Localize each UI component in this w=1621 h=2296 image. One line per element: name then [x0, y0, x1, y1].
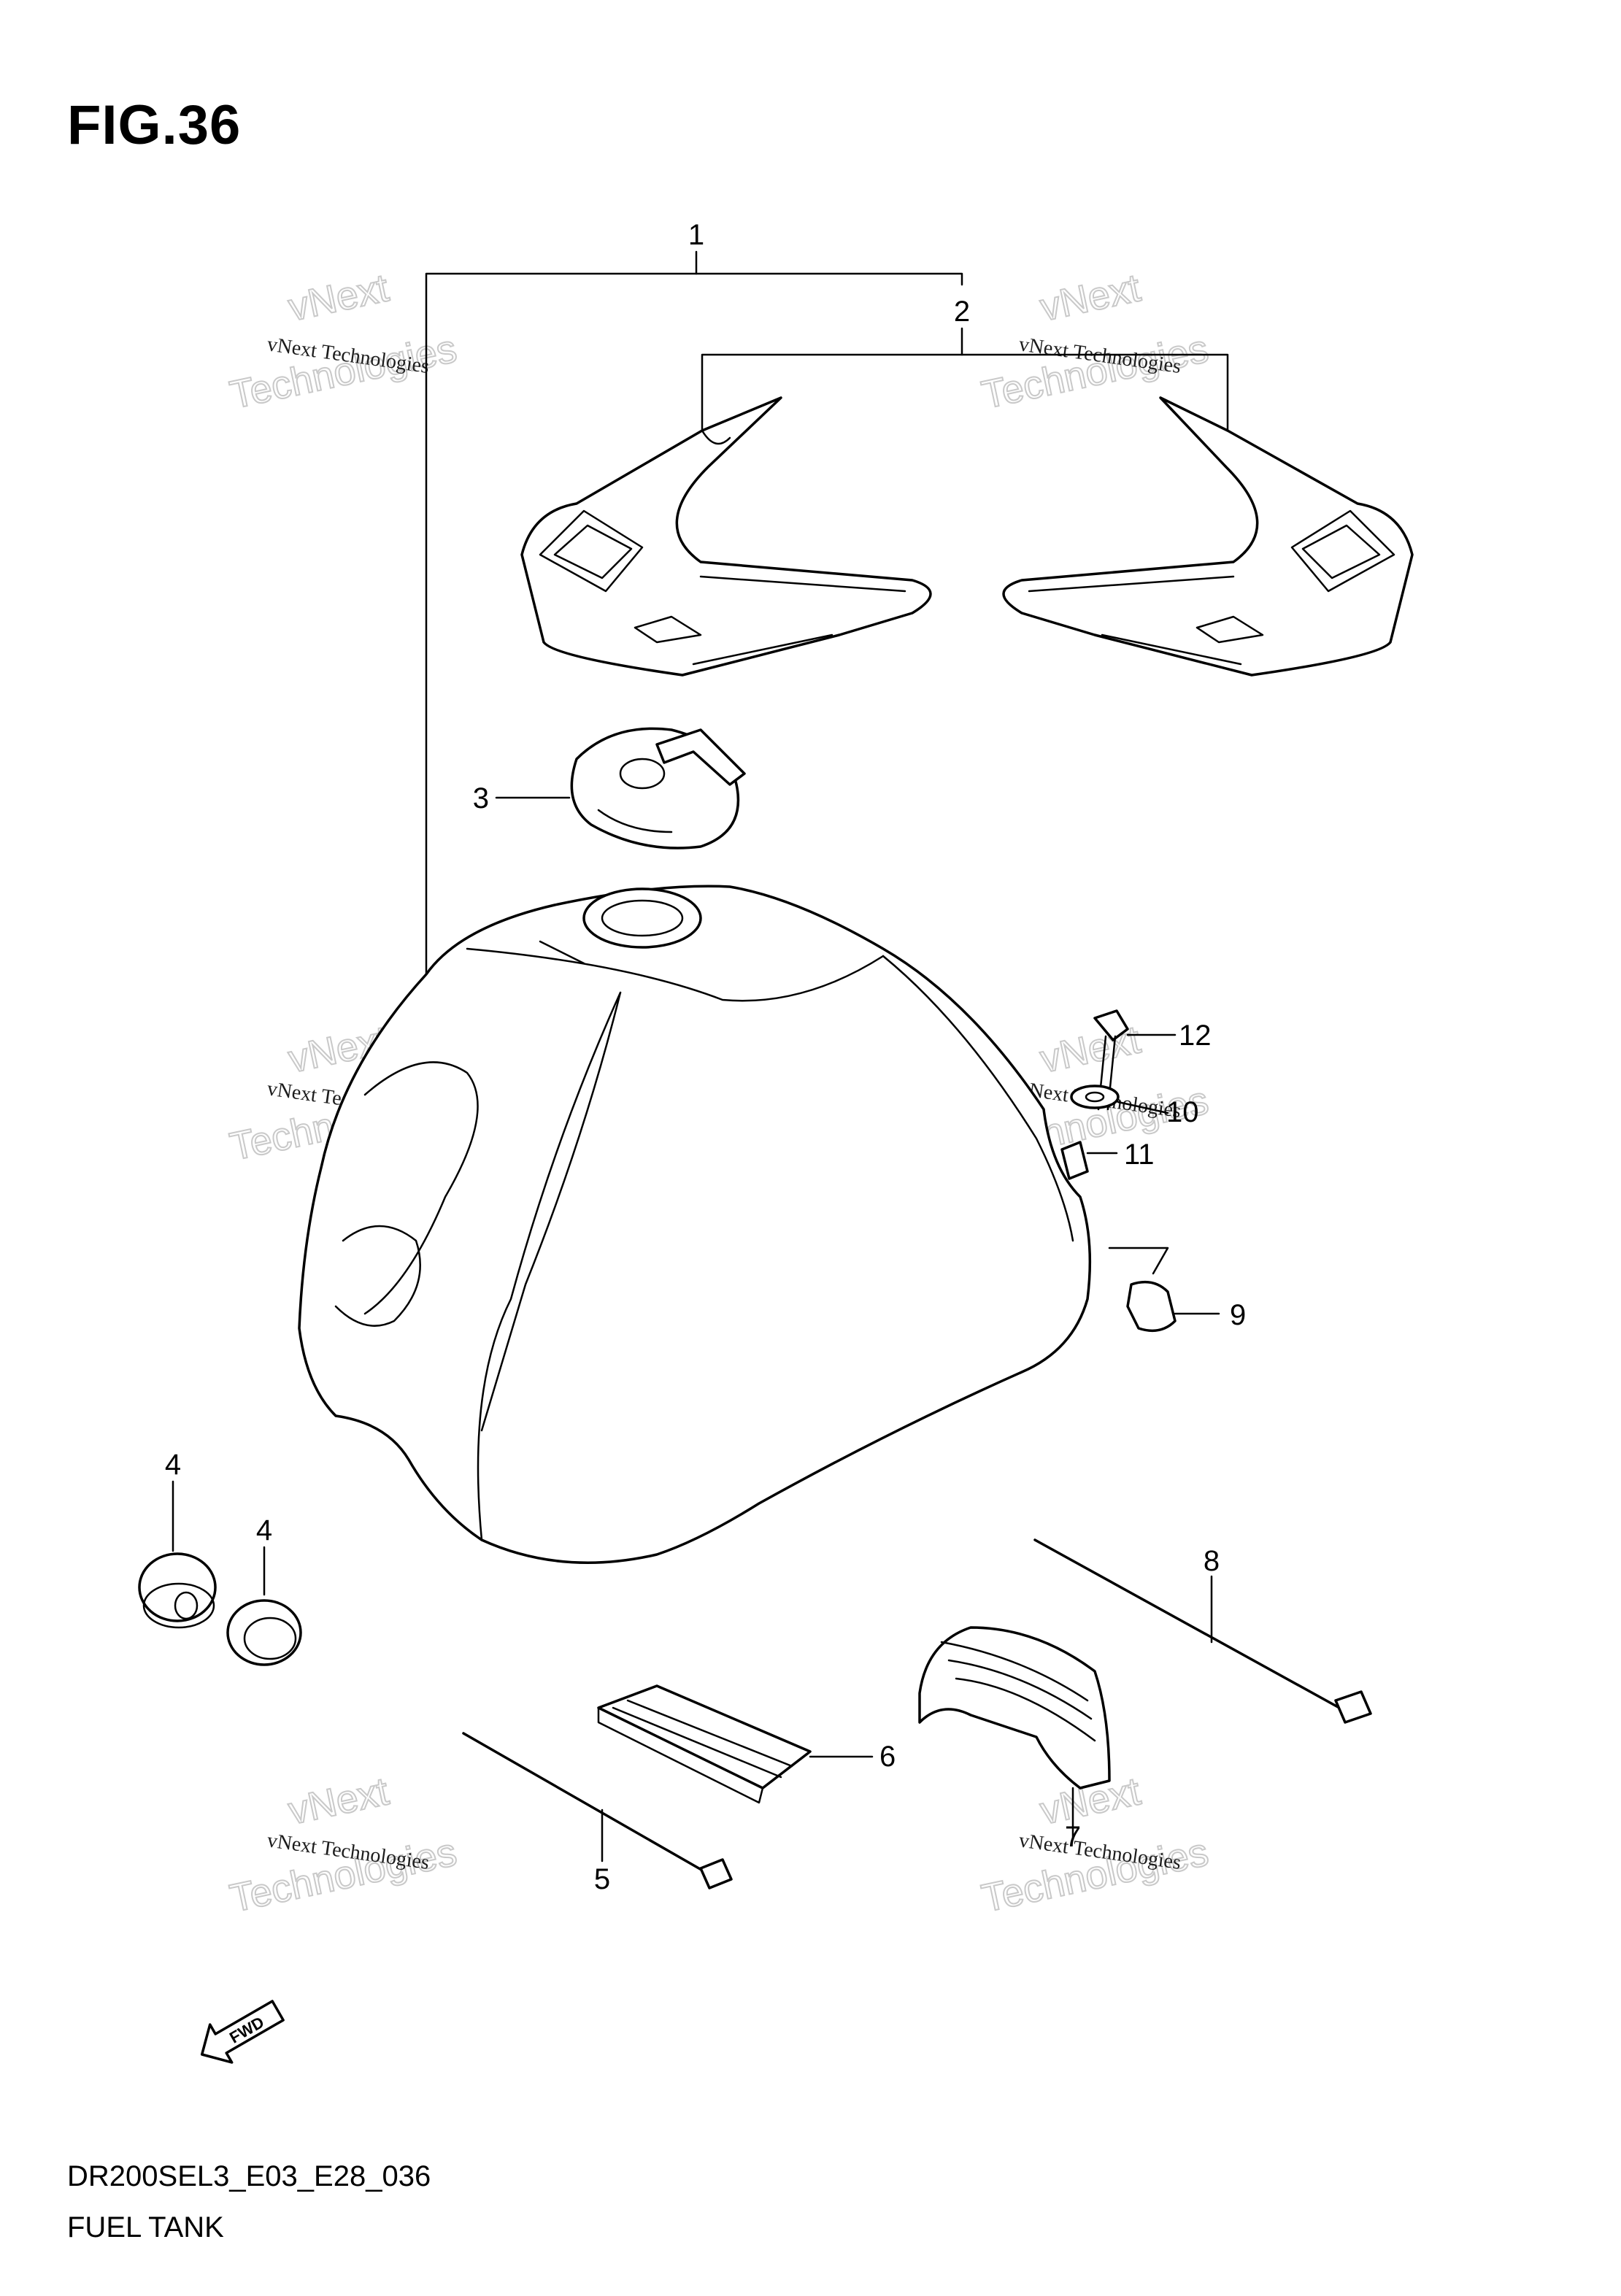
- washer: [1070, 1085, 1169, 1114]
- callout-3: 3: [473, 782, 489, 814]
- tank-emblem-left: [520, 396, 932, 677]
- cable-tie-long: [1033, 1538, 1372, 1724]
- callout-bracket-1: [425, 250, 963, 976]
- watermark-bottom-left: vNext Technologies vNext Technologies: [226, 1768, 461, 1921]
- callout-5: 5: [594, 1863, 610, 1895]
- svg-text:vNext: vNext: [285, 1769, 393, 1833]
- callout-4a: 4: [165, 1449, 181, 1481]
- fuel-tank-body: [298, 885, 1092, 1564]
- callout-bracket-2: [701, 327, 1229, 432]
- callout-9: 9: [1230, 1299, 1246, 1331]
- model-code: DR200SEL3_E03_E28_036: [67, 2160, 431, 2192]
- watermark-bottom-right: vNext Technologies vNext Technologies: [977, 1768, 1213, 1921]
- tank-cushion-front-b: [226, 1546, 302, 1666]
- callout-4b: 4: [256, 1514, 272, 1546]
- group-name: FUEL TANK: [67, 2211, 224, 2243]
- callout-8: 8: [1204, 1545, 1220, 1577]
- fuel-cap: [495, 727, 746, 850]
- callout-11: 11: [1124, 1139, 1155, 1171]
- cable-tie-short: [462, 1732, 733, 1889]
- callout-1: 1: [688, 219, 704, 251]
- svg-text:vNext: vNext: [285, 266, 393, 329]
- callout-12: 12: [1179, 1020, 1212, 1052]
- tank-emblem-right: [1002, 396, 1414, 677]
- callout-2: 2: [954, 296, 970, 328]
- svg-text:vNext: vNext: [1036, 266, 1144, 329]
- bolt: [1093, 1009, 1177, 1111]
- callout-10: 10: [1166, 1096, 1199, 1128]
- figure-title: FIG.36: [67, 94, 242, 156]
- callout-6: 6: [879, 1741, 896, 1773]
- collar: [1060, 1141, 1118, 1180]
- watermark-top-left: vNext Technologies vNext Technologies: [226, 265, 461, 417]
- watermark-top-right: vNext Technologies vNext Technologies: [977, 265, 1213, 417]
- forward-arrow-icon: FWD: [200, 2000, 285, 2064]
- tank-cushion: [1108, 1247, 1220, 1333]
- callout-7: 7: [1065, 1821, 1081, 1853]
- rubber-cover: [918, 1626, 1111, 1841]
- tank-cushion-front-a: [138, 1480, 217, 1629]
- rubber-pad: [597, 1684, 874, 1804]
